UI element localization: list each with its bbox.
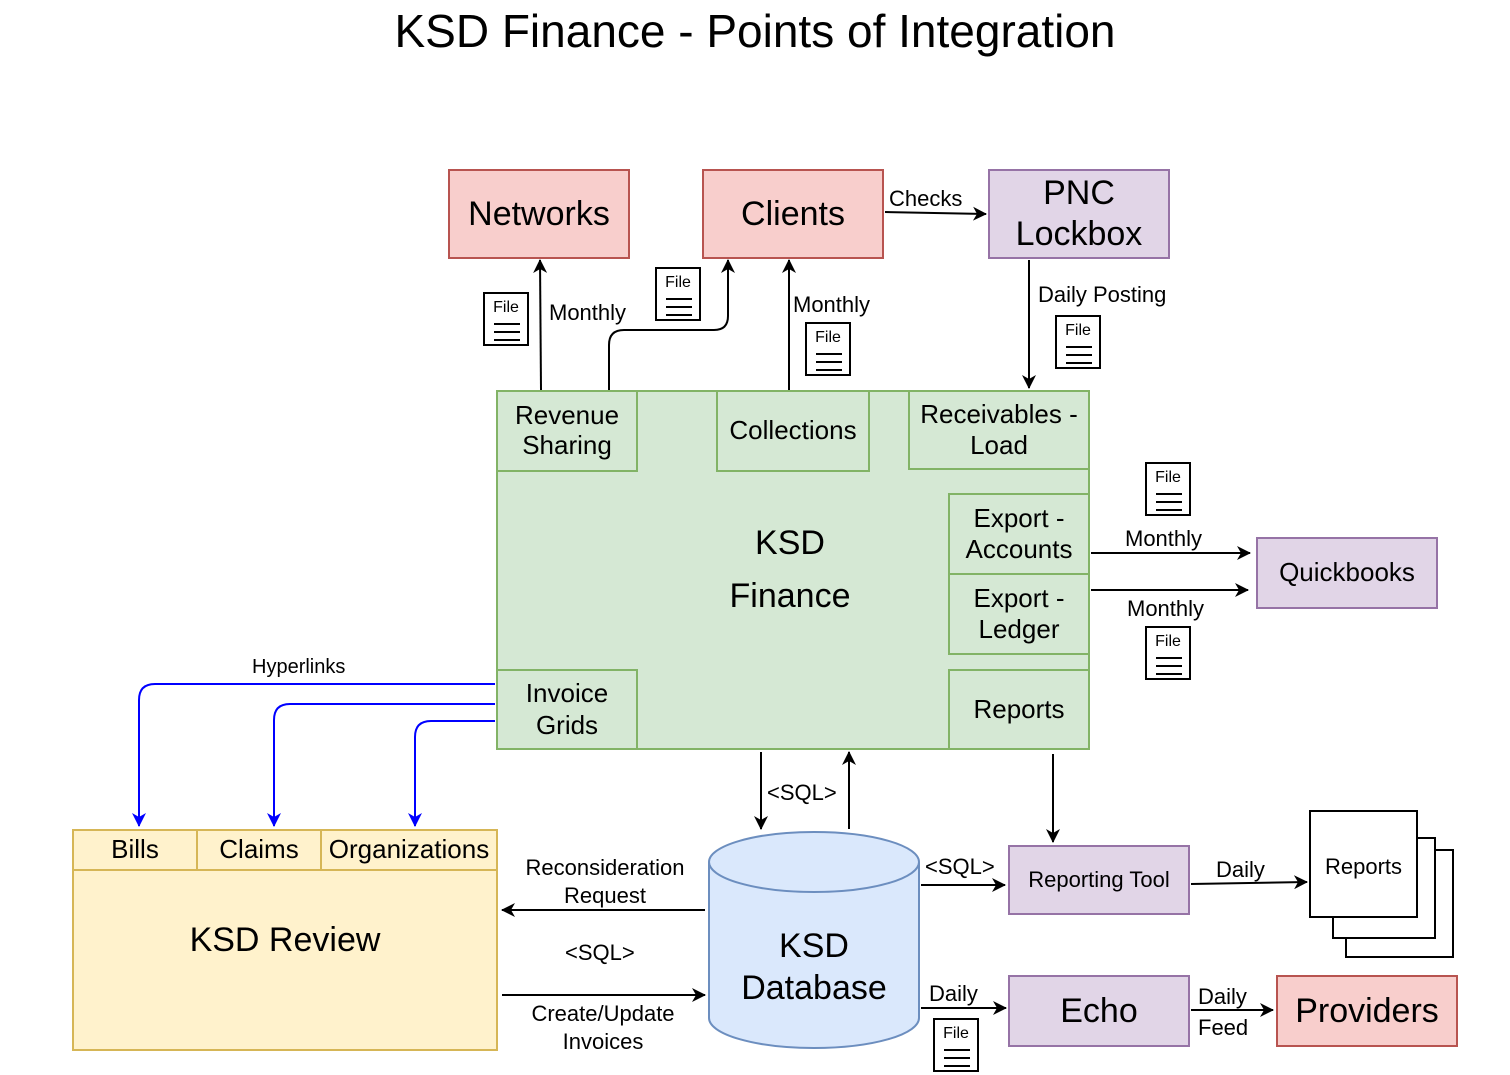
pnc-lockbox-label: PNC Lockbox: [1015, 174, 1143, 253]
clients-node: Clients: [702, 169, 884, 259]
clients-label: Clients: [741, 194, 845, 233]
edge-label-sql-review-db: <SQL>: [565, 940, 635, 965]
review-tab-bills: Bills: [72, 829, 198, 871]
file-icon: File: [655, 267, 701, 321]
file-icon-label: File: [493, 299, 519, 316]
page-title: KSD Finance - Points of Integration: [394, 5, 1116, 57]
echo-label: Echo: [1060, 991, 1138, 1030]
module-export-accounts-label: Export - Accounts: [965, 502, 1073, 564]
review-tab-claims-label: Claims: [219, 834, 299, 865]
review-tab-claims: Claims: [196, 829, 322, 871]
file-icon-label: File: [1065, 322, 1091, 339]
edge-label-monthly-networks: Monthly: [549, 300, 627, 325]
edge-label-daily-feed: Daily Feed: [1198, 984, 1249, 1040]
module-export-accounts: Export - Accounts: [948, 493, 1090, 575]
module-collections-label: Collections: [729, 415, 857, 446]
networks-label: Networks: [468, 194, 610, 233]
review-tab-bills-label: Bills: [111, 834, 159, 865]
file-icon-label: File: [815, 329, 841, 346]
edge-label-reconsideration: Reconsideration Request: [525, 855, 685, 908]
module-reports: Reports: [948, 669, 1090, 750]
file-icon-label: File: [943, 1025, 969, 1042]
edge-label-monthly-accounts: Monthly: [1125, 526, 1203, 551]
module-export-ledger-label: Export - Ledger: [973, 582, 1065, 644]
quickbooks-label: Quickbooks: [1279, 557, 1415, 588]
hyperlink-arrow-claims: [267, 703, 495, 827]
reporting-tool-label: Reporting Tool: [1028, 866, 1170, 892]
arrow-revenue-to-clients: [608, 259, 735, 390]
hyperlink-arrow-organizations: [408, 720, 495, 827]
file-icon: File: [1145, 462, 1191, 516]
edge-label-checks: Checks: [889, 186, 963, 211]
arrow-revenue-to-networks: [533, 259, 548, 391]
module-invoice-grids-label: Invoice Grids: [525, 678, 609, 740]
module-revenue-sharing-label: Revenue Sharing: [514, 400, 620, 460]
edge-label-hyperlinks: Hyperlinks: [252, 656, 346, 678]
module-revenue-sharing: Revenue Sharing: [496, 390, 638, 472]
ksd-finance-label: KSD Finance: [729, 524, 851, 615]
edge-label-monthly-clients: Monthly: [793, 292, 871, 317]
providers-label: Providers: [1295, 991, 1439, 1030]
database-cylinder: [708, 831, 920, 1049]
module-invoice-grids: Invoice Grids: [496, 669, 638, 750]
file-icon: File: [1145, 626, 1191, 680]
review-tab-organizations: Organizations: [320, 829, 498, 871]
hyperlink-arrow-bills: [132, 683, 495, 827]
edge-label-sql-finance-db: <SQL>: [767, 780, 837, 805]
providers-node: Providers: [1276, 975, 1458, 1047]
ksd-review-label: KSD Review: [189, 920, 381, 959]
module-reports-label: Reports: [973, 693, 1065, 724]
reporting-tool-node: Reporting Tool: [1008, 845, 1190, 915]
file-icon: File: [1055, 315, 1101, 369]
pnc-lockbox-node: PNC Lockbox: [988, 169, 1170, 259]
module-receivables-load-label: Receivables - Load: [920, 398, 1078, 460]
module-collections: Collections: [716, 390, 870, 472]
edge-label-daily-reports: Daily: [1216, 857, 1265, 882]
module-receivables-load: Receivables - Load: [908, 390, 1090, 470]
file-icon-label: File: [1155, 469, 1181, 486]
reports-document: Reports: [1309, 810, 1418, 918]
ksd-database-label: KSD Database: [741, 926, 887, 1008]
file-icon-label: File: [1155, 633, 1181, 650]
edge-label-monthly-ledger: Monthly: [1127, 596, 1205, 621]
edge-label-create-update: Create/Update Invoices: [531, 1001, 675, 1054]
arrow-reporting-to-reports: [1190, 875, 1308, 890]
file-icon-label: File: [665, 274, 691, 291]
networks-node: Networks: [448, 169, 630, 259]
quickbooks-node: Quickbooks: [1256, 537, 1438, 609]
edge-label-daily-echo: Daily: [929, 981, 978, 1006]
edge-label-daily-posting: Daily Posting: [1038, 282, 1167, 307]
file-icon: File: [805, 322, 851, 376]
module-export-ledger: Export - Ledger: [948, 573, 1090, 655]
edge-label-sql-db-reporting: <SQL>: [925, 854, 995, 879]
file-icon: File: [483, 292, 529, 346]
review-tab-organizations-label: Organizations: [328, 834, 490, 865]
echo-node: Echo: [1008, 975, 1190, 1047]
file-icon: File: [933, 1018, 979, 1072]
arrow-clients-to-pnc: [884, 206, 987, 221]
reports-document-label: Reports: [1324, 854, 1403, 879]
